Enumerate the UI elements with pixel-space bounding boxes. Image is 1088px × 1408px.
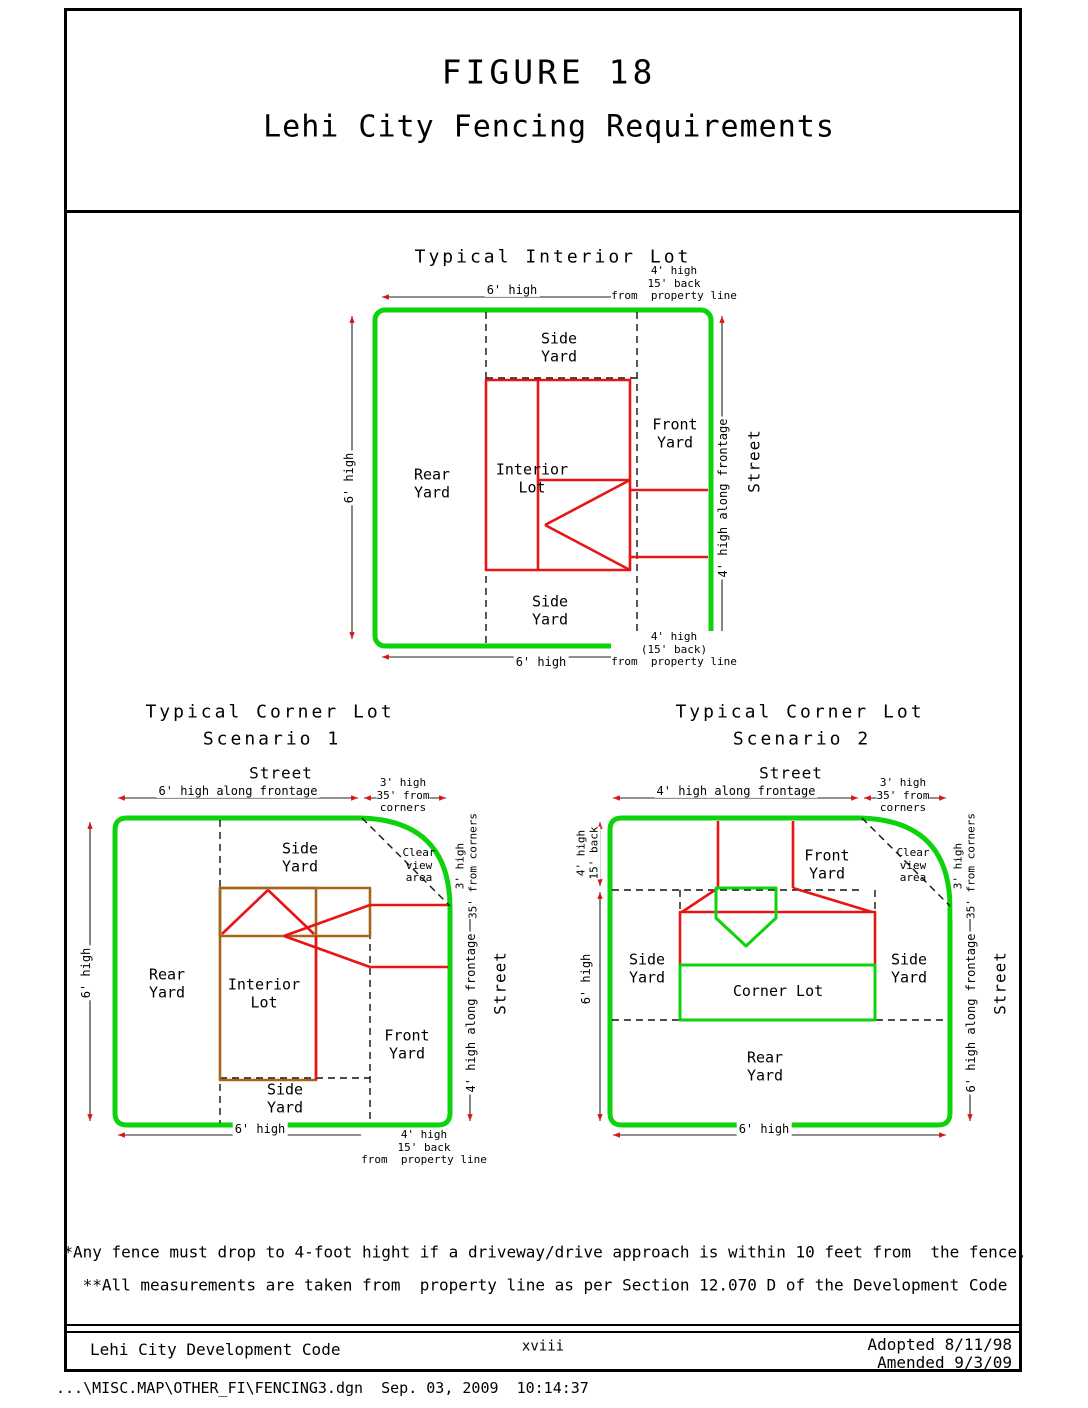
figure-number: FIGURE 18 — [441, 52, 657, 92]
interior-dim-top: 6' high — [484, 282, 540, 298]
corner1-fence-outline — [112, 815, 453, 1128]
page-number: xviii — [521, 1338, 565, 1355]
corner1-street-top-label: Street — [249, 763, 313, 783]
title-divider — [64, 210, 1022, 213]
footnote-2: **All measurements are taken from proper… — [82, 1275, 1008, 1295]
interior-rear-yard-label: Rear Yard — [413, 465, 451, 501]
corner2-dim-right-upper: 3' high 35' from corners — [951, 813, 978, 919]
corner2-lot-box — [678, 963, 877, 1022]
corner1-dim-bottom-right: 4' high 15' back from property line — [361, 1128, 487, 1167]
corner2-dim-right-lower: 6' high along frontage — [963, 931, 979, 1095]
footer-divider-2 — [64, 1331, 1022, 1333]
corner2-fence-outline — [607, 815, 953, 1128]
interior-dim-top-right: 4' high 15' back from property line — [611, 264, 737, 303]
corner1-title-line1: Typical Corner Lot — [145, 701, 395, 723]
interior-dim-right: 4' high along frontage — [715, 416, 731, 580]
corner2-house-footprint — [678, 821, 877, 1022]
corner1-clear-view-label: Clear view area — [402, 846, 436, 885]
interior-house-footprint — [484, 378, 708, 572]
corner2-title-line2: Scenario 2 — [732, 728, 872, 750]
corner1-lot-label: Interior Lot — [227, 975, 301, 1011]
footer-amended: Amended 9/3/09 — [877, 1353, 1012, 1372]
interior-dim-left: 6' high — [341, 450, 357, 506]
corner2-dim-left-lower: 6' high — [578, 951, 594, 1007]
corner1-dim-bottom: 6' high — [232, 1121, 288, 1137]
corner2-street-top-label: Street — [759, 763, 823, 783]
interior-title: Typical Interior Lot — [414, 246, 692, 268]
interior-dim-bottom: 6' high — [513, 654, 569, 670]
corner1-street-right-label: Street — [490, 951, 510, 1015]
interior-lot-diagram — [349, 294, 725, 660]
corner1-dim-right-upper: 3' high 35' from corners — [453, 813, 480, 919]
corner1-rear-yard-label: Rear Yard — [148, 965, 186, 1001]
corner1-title-line2: Scenario 1 — [202, 728, 342, 750]
corner1-front-yard-label: Front Yard — [384, 1026, 430, 1062]
corner2-street-right-label: Street — [990, 951, 1010, 1015]
corner2-clear-view-label: Clear view area — [896, 846, 930, 885]
corner2-title-line1: Typical Corner Lot — [675, 701, 925, 723]
interior-fence-outline — [372, 307, 714, 649]
corner1-dim-right-lower: 4' high along frontage — [463, 931, 479, 1095]
corner2-dim-top-right: 3' high 35' from corners — [876, 776, 930, 815]
interior-lot-label: Interior Lot — [495, 460, 569, 496]
corner2-rear-yard-label: Rear Yard — [746, 1048, 784, 1084]
corner2-front-yard-label: Front Yard — [804, 846, 850, 882]
footer-divider-1 — [64, 1324, 1022, 1326]
interior-street-right-label: Street — [744, 429, 764, 493]
interior-side-yard-top-label: Side Yard — [540, 329, 578, 365]
interior-side-yard-bottom-label: Side Yard — [531, 592, 569, 628]
corner1-house-footprint — [218, 886, 448, 1082]
corner2-side-yard-left-label: Side Yard — [628, 950, 666, 986]
corner1-dim-left: 6' high — [78, 945, 94, 1001]
corner2-dim-left-upper: 4' high 15' back — [574, 826, 601, 880]
corner1-side-yard-top-label: Side Yard — [281, 839, 319, 875]
corner2-dim-bottom: 6' high — [736, 1121, 792, 1137]
corner2-dim-top: 4' high along frontage — [654, 783, 818, 799]
page-border — [64, 8, 1022, 1372]
footer-org: Lehi City Development Code — [90, 1340, 341, 1359]
interior-dim-bottom-right: 4' high (15' back) from property line — [611, 630, 737, 669]
corner2-lot-label: Corner Lot — [732, 982, 824, 1001]
corner2-side-yard-right-label: Side Yard — [890, 950, 928, 986]
footer-adopted: Adopted 8/11/98 — [867, 1335, 1013, 1354]
corner1-dim-top: 6' high along frontage — [156, 783, 320, 799]
interior-front-yard-label: Front Yard — [652, 415, 698, 451]
corner1-side-yard-bottom-label: Side Yard — [266, 1080, 304, 1116]
figure-title: Lehi City Fencing Requirements — [263, 109, 835, 145]
footnote-1: *Any fence must drop to 4-foot hight if … — [63, 1242, 1027, 1262]
file-path-line: ...\MISC.MAP\OTHER_FI\FENCING3.dgn Sep. … — [56, 1379, 589, 1397]
corner1-dim-top-right: 3' high 35' from corners — [376, 776, 430, 815]
